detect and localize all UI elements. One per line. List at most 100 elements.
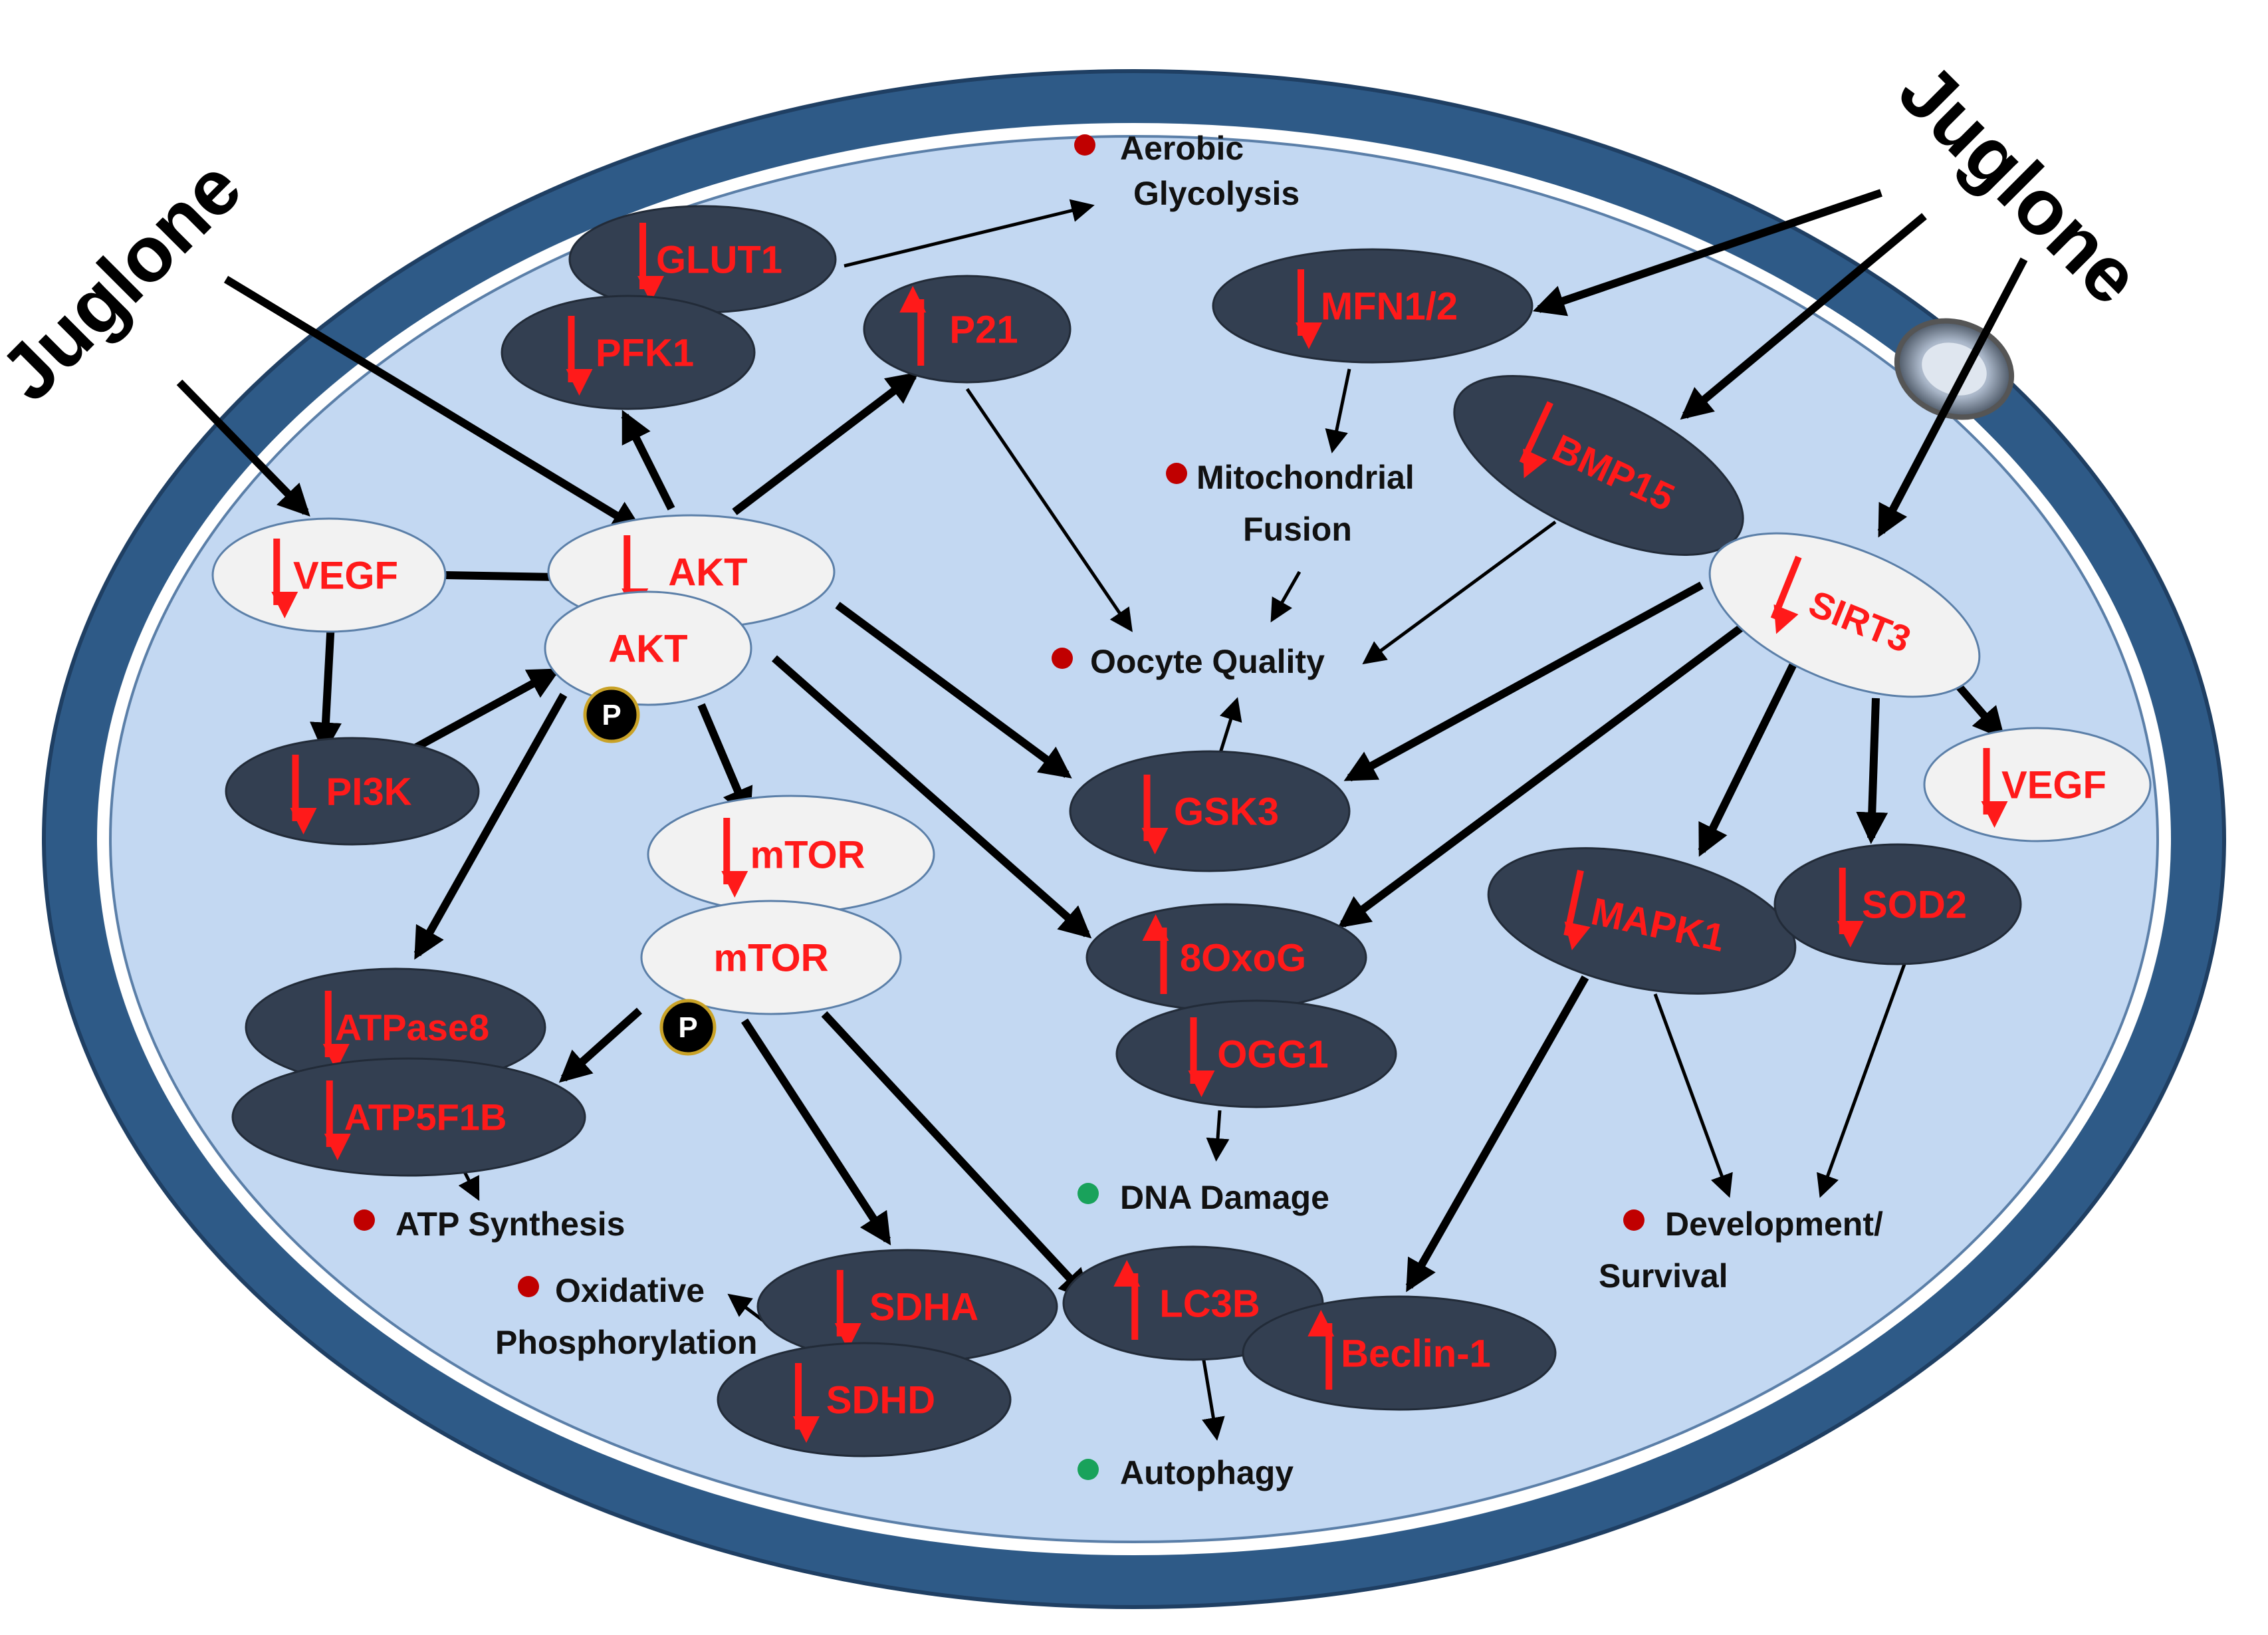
outcome-oocyte-quality: Oocyte Quality xyxy=(1052,643,1325,680)
outcome-aerobic-glycolysis-line-0: Aerobic xyxy=(1120,130,1244,167)
edge-mapk1-development xyxy=(1653,993,1733,1198)
green-dot-icon xyxy=(1077,1459,1099,1480)
node-sdhd-shape xyxy=(717,1342,1012,1457)
node-atp5f1b: ATP5F1B xyxy=(231,1057,586,1177)
outcome-oxidative-phosphorylation-line-1: Phosphorylation xyxy=(495,1324,757,1361)
node-mtor-p-label: mTOR xyxy=(714,936,829,979)
node-oxog-label: 8OxoG xyxy=(1180,936,1306,979)
node-sdhd-label: SDHD xyxy=(826,1378,935,1422)
edge-bmp15-quality xyxy=(1362,520,1557,665)
node-vegf-left-label: VEGF xyxy=(293,554,398,597)
node-gsk3: GSK3 xyxy=(1069,750,1351,872)
outcome-development-survival: Development/Survival xyxy=(1599,1205,1883,1295)
edge-juglone-sirt3 xyxy=(1877,257,2028,538)
edge-mfn-fusion xyxy=(1325,368,1351,453)
outcome-atp-synthesis: ATP Synthesis xyxy=(354,1205,625,1243)
downregulation-arrow-icon xyxy=(1770,555,1802,634)
juglone-right-label: Juglone xyxy=(1882,47,2157,321)
node-p21: P21 xyxy=(863,275,1072,384)
node-akt-p-shape xyxy=(544,590,752,706)
red-dot-icon xyxy=(1052,648,1073,669)
edge-akt-gsk3 xyxy=(835,602,1072,779)
outcome-mitochondrial-fusion-line-1: Fusion xyxy=(1243,511,1352,548)
edge-sirt3-gsk3 xyxy=(1343,581,1704,782)
edge-mtor-sdha xyxy=(740,1018,891,1246)
node-mapk1-shape xyxy=(1487,847,1797,995)
edge-mtor-lc3b xyxy=(821,1011,1091,1302)
node-bmp15-shape xyxy=(1453,375,1744,556)
downregulation-arrow-icon xyxy=(1519,401,1553,479)
node-beclin1-label: Beclin-1 xyxy=(1341,1332,1491,1375)
red-dot-icon xyxy=(518,1276,539,1297)
downregulation-arrow-icon xyxy=(1563,870,1591,951)
edge-mtor-atp5f1b xyxy=(558,1007,643,1083)
node-sod2-label: SOD2 xyxy=(1862,883,1967,926)
edge-mapk1-beclin1 xyxy=(1405,975,1589,1293)
node-gsk3-shape xyxy=(1069,750,1351,872)
outcome-dna-damage: DNA Damage xyxy=(1077,1179,1329,1216)
node-beclin1: Beclin-1 xyxy=(1242,1295,1557,1411)
node-vegf-right-shape xyxy=(1923,727,2152,842)
node-sod2-shape xyxy=(1773,843,2022,965)
node-vegf-left-shape xyxy=(211,517,447,633)
edge-sod2-development xyxy=(1817,963,1906,1198)
node-ogg1: OGG1 xyxy=(1115,999,1397,1108)
edge-sirt3-8oxog xyxy=(1337,612,1761,928)
node-sod2: SOD2 xyxy=(1773,843,2022,965)
node-pi3k-label: PI3K xyxy=(326,770,412,813)
node-vegf-left: VEGF xyxy=(211,517,447,633)
edge-juglone-akt xyxy=(223,275,644,533)
outcome-atp-synthesis-line-0: ATP Synthesis xyxy=(396,1205,625,1243)
edge-juglone-mfn xyxy=(1532,189,1882,316)
edge-akt-mtor xyxy=(697,703,753,820)
edge-lc3b-autophagy xyxy=(1201,1356,1225,1441)
node-pi3k-shape xyxy=(225,737,480,846)
outcome-dna-damage-line-0: DNA Damage xyxy=(1120,1179,1329,1216)
node-mtor-p-shape xyxy=(640,900,902,1015)
node-sirt3-shape xyxy=(1708,532,1981,698)
edge-vegf-pi3k xyxy=(310,621,342,755)
edge-ogg1-dna xyxy=(1206,1110,1230,1162)
edge-akt-pfk1 xyxy=(621,410,675,511)
node-atpase8-label: ATPase8 xyxy=(335,1007,489,1049)
node-vegf-right-label: VEGF xyxy=(2001,763,2106,807)
node-gsk3-label: GSK3 xyxy=(1174,790,1279,833)
node-pfk1: PFK1 xyxy=(501,295,756,410)
outcome-mitochondrial-fusion-line-0: Mitochondrial xyxy=(1196,459,1415,496)
outcome-autophagy: Autophagy xyxy=(1077,1454,1294,1491)
node-mtor-top-label: mTOR xyxy=(750,833,865,876)
node-mapk1: MAPK1 xyxy=(1487,847,1797,995)
node-oxog: 8OxoG xyxy=(1085,903,1367,1012)
node-vegf-right: VEGF xyxy=(1923,727,2152,842)
edge-akt-atpase8 xyxy=(413,693,568,960)
outcome-aerobic-glycolysis-line-1: Glycolysis xyxy=(1133,175,1300,212)
node-mfn12: MFN1/2 xyxy=(1212,248,1533,364)
node-atp5f1b-label: ATP5F1B xyxy=(344,1096,507,1138)
node-pi3k: PI3K xyxy=(225,737,480,846)
edge-sirt3-vegf xyxy=(1954,682,2005,740)
edge-sirt3-sod2 xyxy=(1856,697,1888,844)
node-mtor-top: mTOR xyxy=(647,795,935,914)
edge-pi3k-akt xyxy=(407,668,561,755)
akt-phospho-badge: P xyxy=(583,686,640,743)
node-sirt3: SIRT3 xyxy=(1708,532,1981,698)
edge-glut1-glycolysis xyxy=(844,199,1095,268)
edge-akt-8oxog xyxy=(772,655,1092,939)
node-mfn12-shape xyxy=(1212,248,1533,364)
outcome-oocyte-quality-line-0: Oocyte Quality xyxy=(1090,643,1325,680)
node-pfk1-shape xyxy=(501,295,756,410)
node-mtor-p: mTOR xyxy=(640,900,902,1015)
node-akt-top-label: AKT xyxy=(668,551,747,594)
edge-juglone-vegf xyxy=(176,379,310,517)
outcomes: AerobicGlycolysisMitochondrialFusionOocy… xyxy=(354,130,1883,1491)
edge-akt-p21 xyxy=(732,372,919,515)
edge-fusion-quality xyxy=(1270,570,1302,623)
node-pfk1-label: PFK1 xyxy=(596,331,694,374)
red-dot-icon xyxy=(1166,463,1187,484)
pathway-arrows xyxy=(176,189,2028,1441)
node-lc3b-label: LC3B xyxy=(1159,1282,1260,1325)
